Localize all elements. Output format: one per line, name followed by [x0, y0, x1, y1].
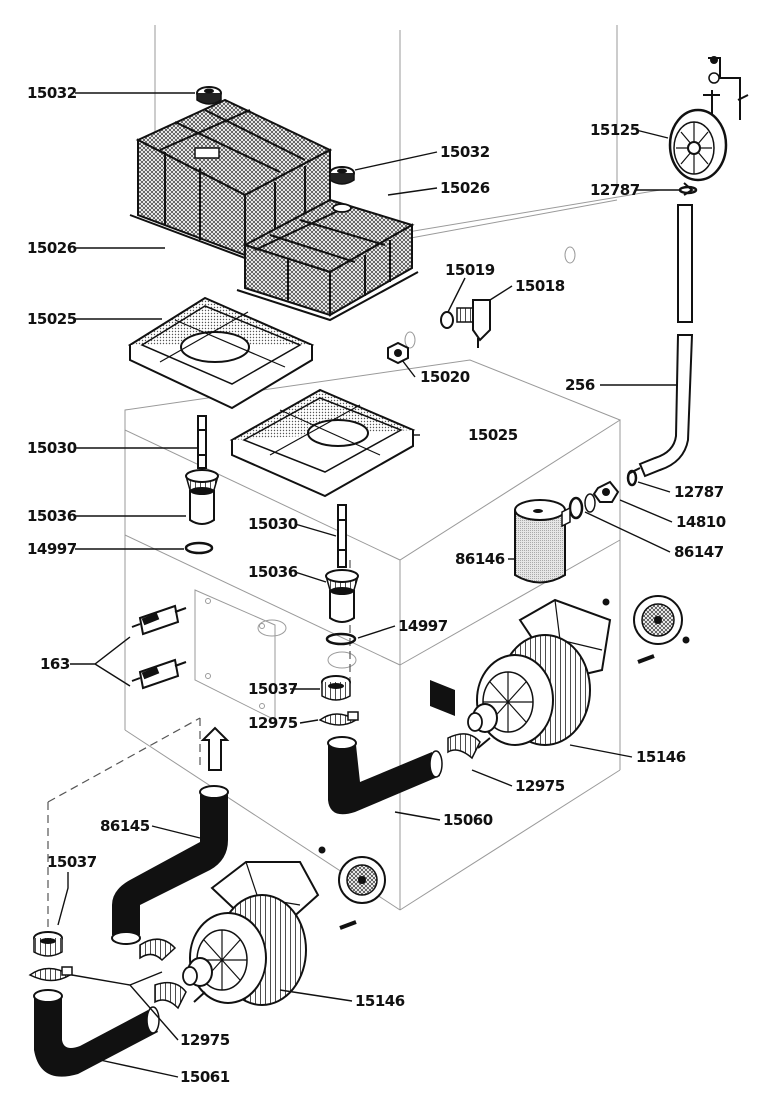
label-15036-right: 15036 — [248, 563, 298, 581]
center-nut-clamp — [318, 675, 359, 726]
label-15018: 15018 — [515, 277, 565, 295]
label-14997-right: 14997 — [398, 617, 448, 635]
knob-nut-middle — [329, 166, 355, 185]
label-15025-right: 15025 — [468, 426, 518, 444]
label-15036-left: 15036 — [27, 507, 77, 525]
label-12787-top: 12787 — [590, 181, 640, 199]
callout-labels: 15032 15032 15026 15026 15019 15018 1502… — [27, 84, 726, 1086]
label-15060: 15060 — [443, 811, 493, 829]
drain-assembly-left — [184, 415, 219, 555]
hose-tube — [626, 204, 694, 487]
drain-assembly-right — [325, 504, 359, 646]
label-14997-left: 14997 — [27, 540, 77, 558]
label-15037-center: 15037 — [248, 680, 298, 698]
label-14810: 14810 — [676, 513, 726, 531]
label-12975-center: 12975 — [248, 714, 298, 732]
suction-fan-small — [668, 56, 749, 196]
filter-tray-left — [127, 296, 315, 410]
label-15026-left: 15026 — [27, 239, 77, 257]
hose-86145 — [111, 785, 229, 962]
label-12975-right: 12975 — [515, 777, 565, 795]
label-15026-right: 15026 — [440, 179, 490, 197]
label-15032-top: 15032 — [27, 84, 77, 102]
label-15146-lower: 15146 — [355, 992, 405, 1010]
filter-tray-right — [229, 388, 416, 498]
label-15019: 15019 — [445, 261, 495, 279]
label-15032-mid: 15032 — [440, 143, 490, 161]
knob-nut-top — [196, 86, 222, 105]
elbow-fitting — [387, 299, 491, 365]
label-86147: 86147 — [674, 543, 724, 561]
blower-motor-lower — [154, 846, 386, 1010]
label-163: 163 — [40, 655, 70, 673]
label-15146-upper: 15146 — [636, 748, 686, 766]
hose-15061-assembly — [28, 931, 160, 1077]
filter-basket-right — [236, 198, 419, 322]
cabinet-outline — [47, 25, 661, 930]
filter-cartridge-assembly — [514, 480, 620, 584]
label-86145: 86145 — [100, 817, 150, 835]
label-15125: 15125 — [590, 121, 640, 139]
label-15037-lower: 15037 — [47, 853, 97, 871]
label-15020: 15020 — [420, 368, 470, 386]
blower-motor-upper — [430, 595, 690, 760]
label-15061: 15061 — [180, 1068, 230, 1086]
label-12975-lower: 12975 — [180, 1031, 230, 1049]
hose-15060 — [327, 736, 443, 815]
label-15030-left: 15030 — [27, 439, 77, 457]
label-256: 256 — [565, 376, 595, 394]
label-15030-right: 15030 — [248, 515, 298, 533]
flow-arrow-up — [200, 726, 230, 771]
label-12787-right: 12787 — [674, 483, 724, 501]
leader-lines — [57, 92, 680, 1078]
label-86146: 86146 — [455, 550, 505, 568]
label-15025-left: 15025 — [27, 310, 77, 328]
inline-filters — [131, 604, 187, 690]
